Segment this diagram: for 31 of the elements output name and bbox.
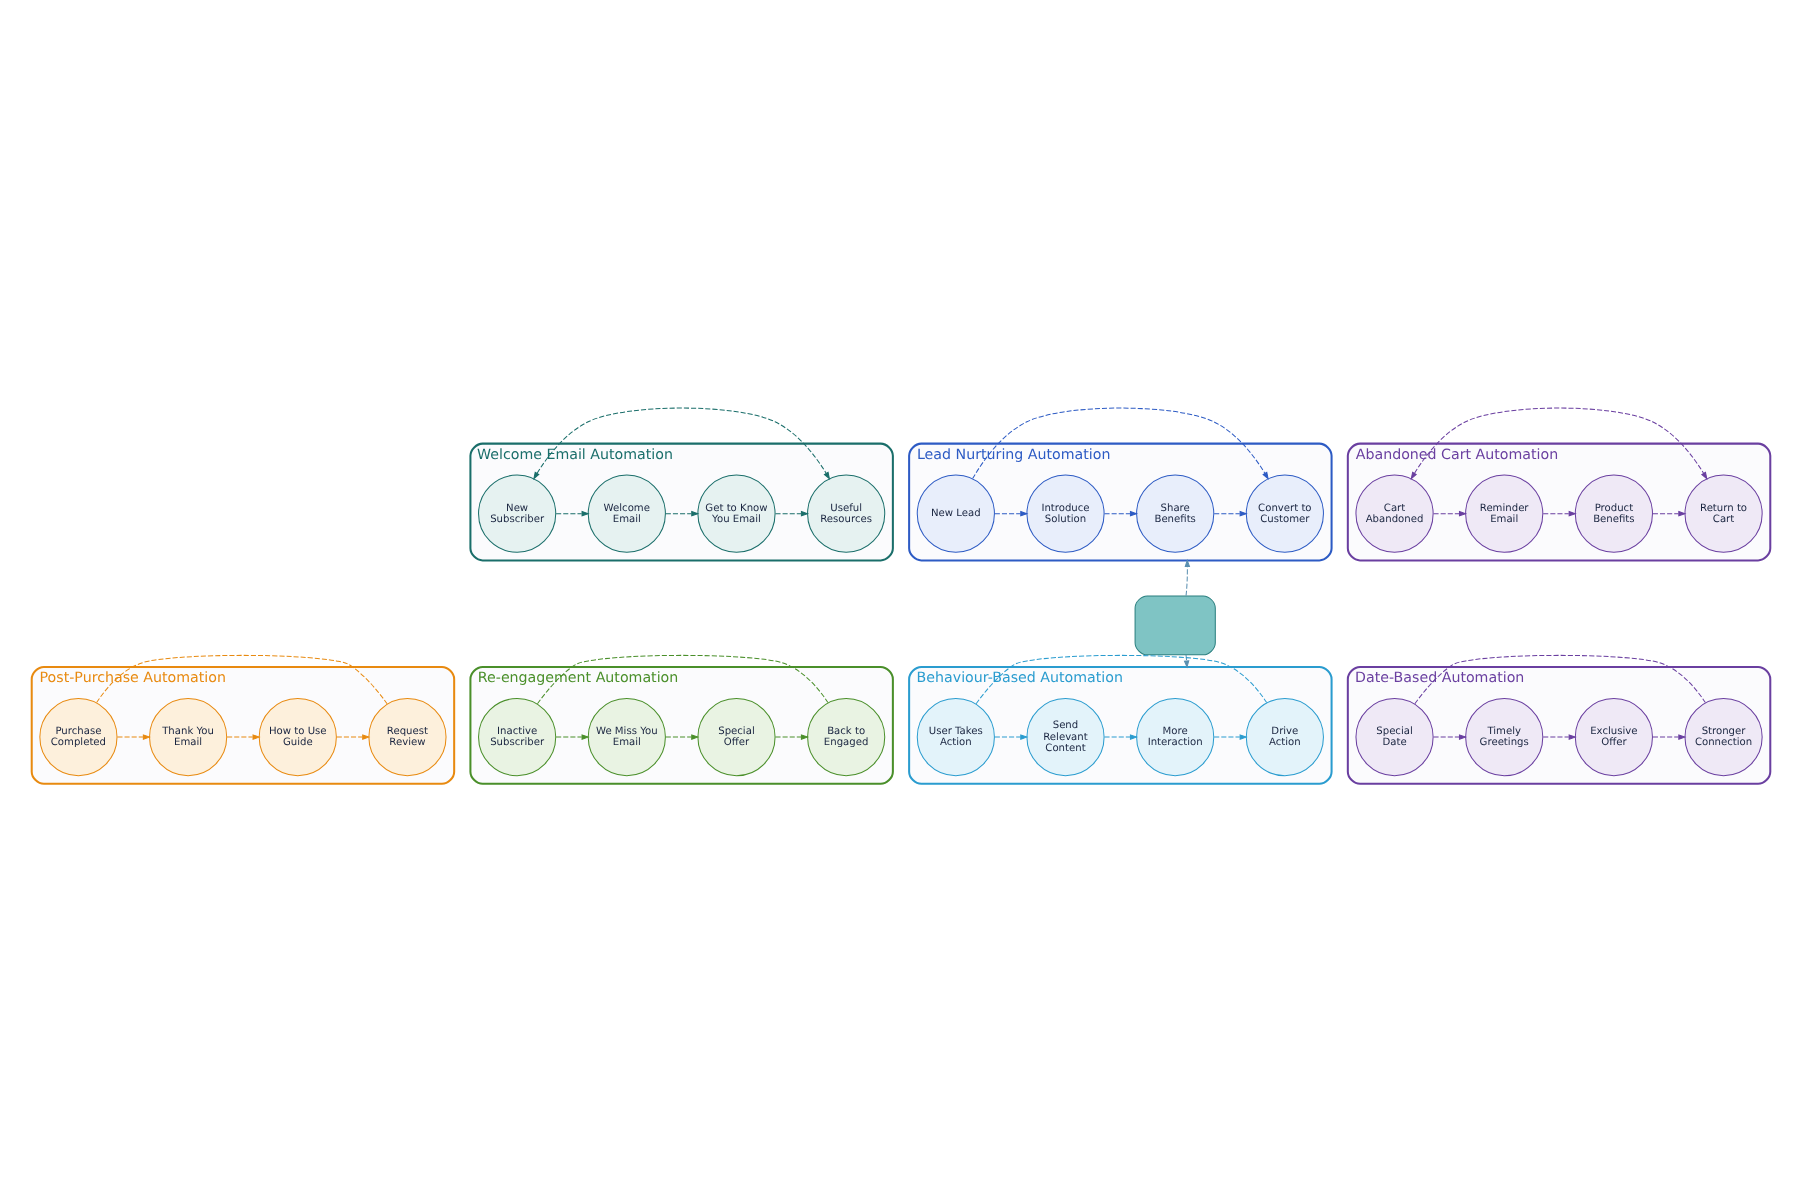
connector bbox=[95, 654, 387, 705]
arrow bbox=[773, 510, 809, 517]
arrow bbox=[1212, 734, 1247, 740]
connector bbox=[1413, 654, 1705, 705]
arrow bbox=[1103, 734, 1138, 740]
arrow bbox=[1651, 734, 1686, 740]
arrow bbox=[1541, 510, 1576, 517]
arrow bbox=[554, 734, 589, 740]
arrow bbox=[664, 734, 699, 740]
connector bbox=[535, 654, 828, 705]
arrow bbox=[664, 510, 699, 517]
node-box bbox=[1133, 595, 1215, 656]
arrow bbox=[993, 510, 1028, 517]
arrow bbox=[1432, 510, 1467, 517]
arrow bbox=[1182, 654, 1189, 669]
arrow bbox=[225, 734, 260, 740]
arrow bbox=[1651, 510, 1686, 517]
arrow bbox=[115, 734, 150, 740]
arrow bbox=[532, 407, 830, 480]
arrow bbox=[1541, 734, 1576, 740]
arrow bbox=[1212, 510, 1247, 517]
arrow bbox=[335, 734, 370, 740]
arrow bbox=[1432, 734, 1467, 740]
arrow bbox=[1183, 558, 1190, 597]
arrow bbox=[993, 734, 1028, 740]
arrow bbox=[971, 407, 1268, 480]
arrow bbox=[1409, 407, 1707, 480]
arrow bbox=[554, 510, 589, 517]
arrow bbox=[1103, 510, 1138, 517]
arrow bbox=[773, 734, 809, 740]
connector bbox=[974, 654, 1267, 705]
